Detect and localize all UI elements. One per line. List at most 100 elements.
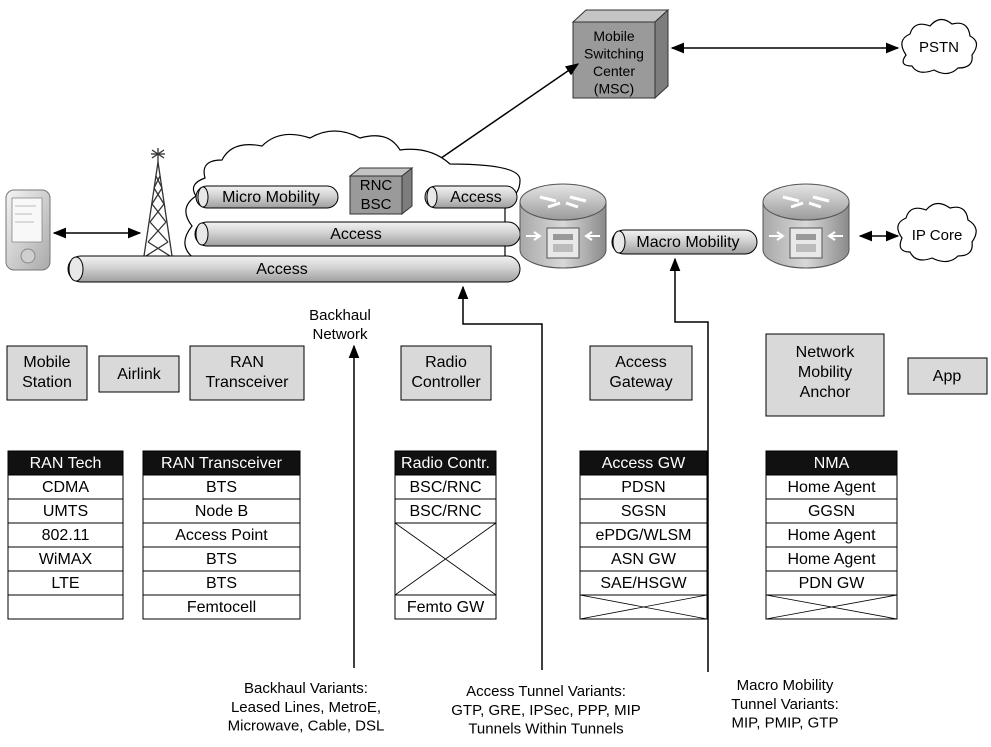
access-tunnel-arrow xyxy=(457,285,543,670)
empty-cell-cross xyxy=(394,522,497,596)
table-cell xyxy=(7,594,124,620)
macro-mobility-tunnel: Macro Mobility xyxy=(611,229,758,255)
access-tunnel-mid: Access xyxy=(194,221,521,247)
table-header: RAN Transceiver xyxy=(161,455,283,472)
empty-cell-cross xyxy=(765,594,898,620)
micro-mobility-label: Micro Mobility xyxy=(222,189,320,206)
table-cell-text: CDMA xyxy=(42,479,89,496)
table-cell-text: BTS xyxy=(206,479,237,496)
table-cell xyxy=(7,546,124,572)
table-cell-text: BSC/RNC xyxy=(409,479,481,496)
table-header-bg xyxy=(765,450,898,476)
antenna-tower-icon xyxy=(143,148,173,257)
app-box: App xyxy=(907,357,988,395)
table-cell-text: Femtocell xyxy=(187,599,256,616)
table-cell xyxy=(394,594,497,620)
pstn-label: PSTN xyxy=(919,39,959,56)
backhaul-variants-text: Backhaul Variants:Leased Lines, MetroE,M… xyxy=(228,680,385,735)
table-cell-text: 802.11 xyxy=(42,527,90,544)
table-header-bg xyxy=(142,450,301,476)
table-cell-text: SAE/HSGW xyxy=(600,575,687,592)
access-mid-label: Access xyxy=(330,226,382,243)
table-cell xyxy=(7,570,124,596)
empty-cell-cross xyxy=(579,594,708,620)
table-cell-text: SGSN xyxy=(621,503,666,520)
ip-core-label: IP Core xyxy=(912,227,963,244)
svg-text:Airlink: Airlink xyxy=(117,366,162,383)
table-cell-text: BTS xyxy=(206,551,237,568)
table-cell-text: Access Point xyxy=(175,527,268,544)
table-header: NMA xyxy=(814,455,850,472)
table-cell xyxy=(142,594,301,620)
table-cell-text: ASN GW xyxy=(611,551,677,568)
micro-mobility-tunnel: Micro Mobility xyxy=(195,185,339,209)
table-cell xyxy=(7,498,124,524)
table-header: Access GW xyxy=(602,455,686,472)
table-cell xyxy=(579,498,708,524)
table-cell xyxy=(579,546,708,572)
table-cell-text: BTS xyxy=(206,575,237,592)
macro-mobility-label: Macro Mobility xyxy=(636,234,739,251)
ip-core-cloud: IP Core xyxy=(897,202,977,263)
macro-mobility-arrow xyxy=(669,257,709,672)
table-cell-text: Home Agent xyxy=(787,527,876,544)
table-cell xyxy=(579,522,708,548)
table-cell xyxy=(765,522,898,548)
table-cell-text: ePDG/WLSM xyxy=(595,527,691,544)
table-cell xyxy=(579,474,708,500)
table-cell-text: UMTS xyxy=(43,503,88,520)
table-cell xyxy=(142,498,301,524)
table-cell xyxy=(765,570,898,596)
access-tunnel-small: Access xyxy=(424,185,518,209)
access-long-label: Access xyxy=(256,261,308,278)
table-header-bg xyxy=(579,450,708,476)
table-cell-text: BSC/RNC xyxy=(409,503,481,520)
table-cell xyxy=(7,522,124,548)
table-cell-text: PDN GW xyxy=(799,575,866,592)
access-tunnel-variants-text: Access Tunnel Variants:GTP, GRE, IPSec, … xyxy=(451,683,641,738)
table-cell-text: Home Agent xyxy=(787,479,876,496)
table-cell-text: Femto GW xyxy=(407,599,485,616)
table-cell-text: GGSN xyxy=(808,503,855,520)
table-cell-text: LTE xyxy=(51,575,79,592)
table-cell-text: Home Agent xyxy=(787,551,876,568)
table-cell xyxy=(142,546,301,572)
svg-text:App: App xyxy=(933,368,962,385)
access-small-label: Access xyxy=(450,189,502,206)
table-cell xyxy=(765,474,898,500)
table-cell-text: Node B xyxy=(195,503,248,520)
table-radio-controller: Radio Contr. BSC/RNC BSC/RNC Femto GW xyxy=(394,450,497,620)
airlink-box: Airlink xyxy=(98,355,180,393)
access-tunnel-long: Access xyxy=(67,255,521,283)
access-gateway-router-icon xyxy=(519,183,607,269)
table-cell xyxy=(394,474,497,500)
table-header: Radio Contr. xyxy=(401,455,490,472)
table-cell-text: WiMAX xyxy=(39,551,93,568)
nma-router-icon xyxy=(762,183,850,269)
table-cell xyxy=(7,474,124,500)
table-cell xyxy=(142,570,301,596)
table-cell-text: PDSN xyxy=(621,479,665,496)
table-header: RAN Tech xyxy=(30,455,102,472)
table-header-bg xyxy=(7,450,124,476)
table-cell xyxy=(765,546,898,572)
